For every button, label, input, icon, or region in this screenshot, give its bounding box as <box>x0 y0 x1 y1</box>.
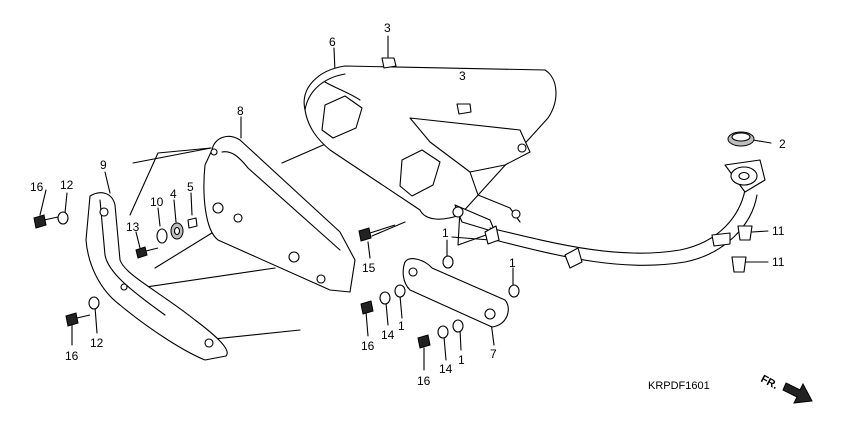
callout-1-right: 1 <box>509 256 516 270</box>
callout-14-mid: 14 <box>381 328 395 342</box>
rear-cover <box>85 192 228 361</box>
heat-shield <box>203 135 356 293</box>
front-arrow-icon <box>782 382 813 404</box>
callout-9: 9 <box>100 158 107 172</box>
callout-16-bottom: 16 <box>65 349 79 363</box>
callout-11-upper: 11 <box>772 224 785 238</box>
exhaust-gasket <box>727 131 755 147</box>
callout-7: 7 <box>490 347 497 361</box>
callout-16-top: 16 <box>30 180 44 194</box>
callout-5: 5 <box>187 180 194 194</box>
callout-3-upper: 3 <box>384 21 391 35</box>
callout-16-mid: 16 <box>361 339 375 353</box>
callout-15: 15 <box>362 261 376 275</box>
callout-12-top: 12 <box>60 178 74 192</box>
callout-1-mid: 1 <box>398 319 405 333</box>
callout-16-lower: 16 <box>417 374 431 388</box>
muffler-clips <box>381 57 472 115</box>
callout-labels: 6 3 3 8 2 9 16 12 10 4 5 13 1 1 11 11 15… <box>30 21 786 388</box>
callout-11-lower: 11 <box>772 255 785 269</box>
callout-10: 10 <box>150 195 164 209</box>
callout-1-upper: 1 <box>442 226 449 240</box>
callout-14-lower: 14 <box>439 362 453 376</box>
diagram-code: KRPDF1601 <box>648 380 710 392</box>
callout-13: 13 <box>126 220 140 234</box>
front-direction-label: FR. <box>759 373 780 392</box>
hardware <box>33 211 753 349</box>
callout-4: 4 <box>170 187 177 201</box>
muffler <box>303 65 557 233</box>
callout-1-lower: 1 <box>458 353 465 367</box>
callout-2: 2 <box>779 137 786 151</box>
front-direction-indicator: FR. <box>759 373 813 404</box>
callout-12-bottom: 12 <box>90 336 104 350</box>
callout-6: 6 <box>329 35 336 49</box>
callout-8: 8 <box>237 104 244 118</box>
muffler-protector <box>402 258 509 328</box>
callout-3-lower: 3 <box>459 69 466 83</box>
exhaust-pipe <box>484 159 766 269</box>
